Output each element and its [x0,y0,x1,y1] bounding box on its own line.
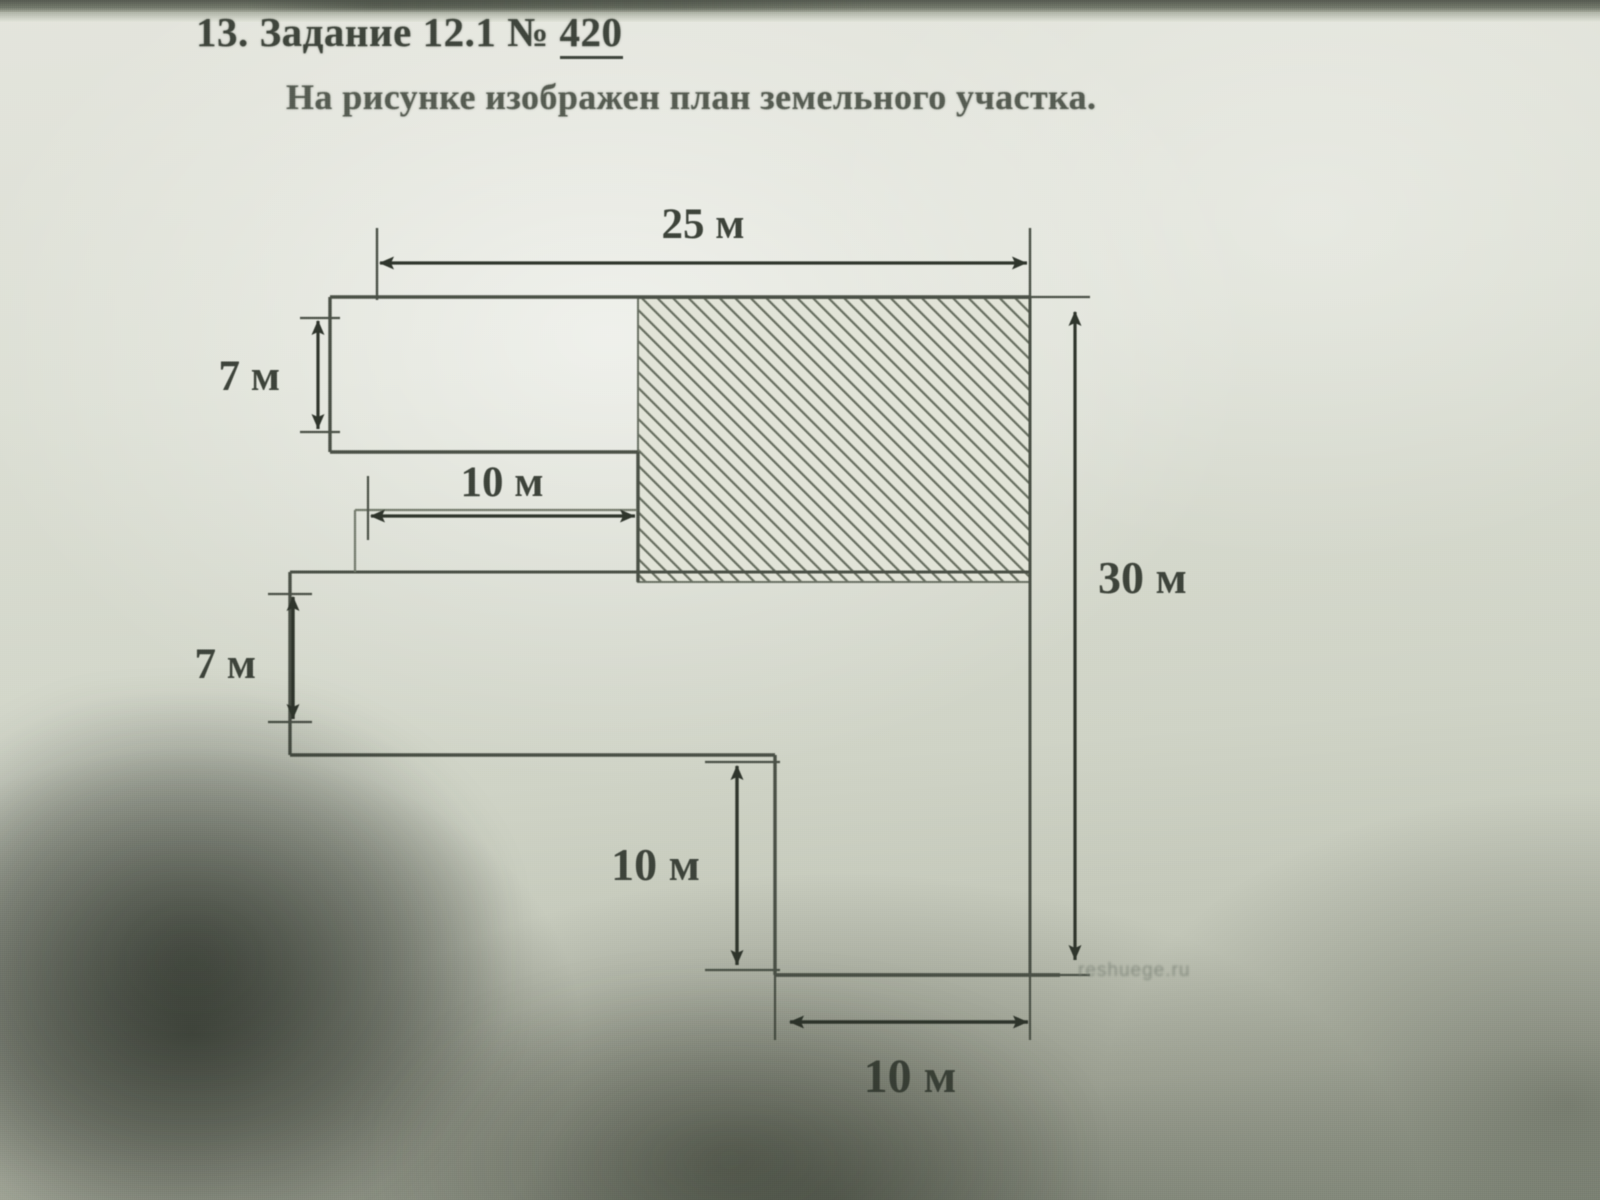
dimension-lower-left-height: 7 м [194,592,312,724]
dimension-label-10m-middle: 10 м [460,459,543,506]
dimension-label-10m-bottom-width: 10 м [864,1050,957,1103]
dimension-bottom-height: 10 м [611,760,780,972]
source-watermark: reshuege.ru [1078,960,1191,981]
dimension-right-height: 30 м [1030,295,1187,977]
dimension-label-7m-upper: 7 м [218,353,280,400]
dimension-middle-width: 10 м [366,459,640,540]
task-title: 13. Задание 12.1 № 420 [196,8,623,59]
dimension-label-10m-bottom: 10 м [611,839,700,890]
dimension-label-7m-lower: 7 м [194,641,256,688]
dimension-top-left-height: 7 м [218,316,340,434]
task-id: 420 [559,9,623,59]
hatched-region [637,297,1031,583]
ghost-text-line [250,0,870,10]
task-prompt: На рисунке изображен план земельного уча… [286,77,1097,117]
dimension-top-width: 25 м [375,201,1032,300]
page-top-edge-fade [0,12,1600,22]
dimension-label-30m: 30 м [1098,552,1187,603]
dimension-label-25m: 25 м [661,201,744,248]
dimension-bottom-width: 10 м [773,960,1032,1103]
plot-faint-lines [353,508,638,572]
task-number-prefix: 13. Задание 12.1 № [196,9,549,55]
